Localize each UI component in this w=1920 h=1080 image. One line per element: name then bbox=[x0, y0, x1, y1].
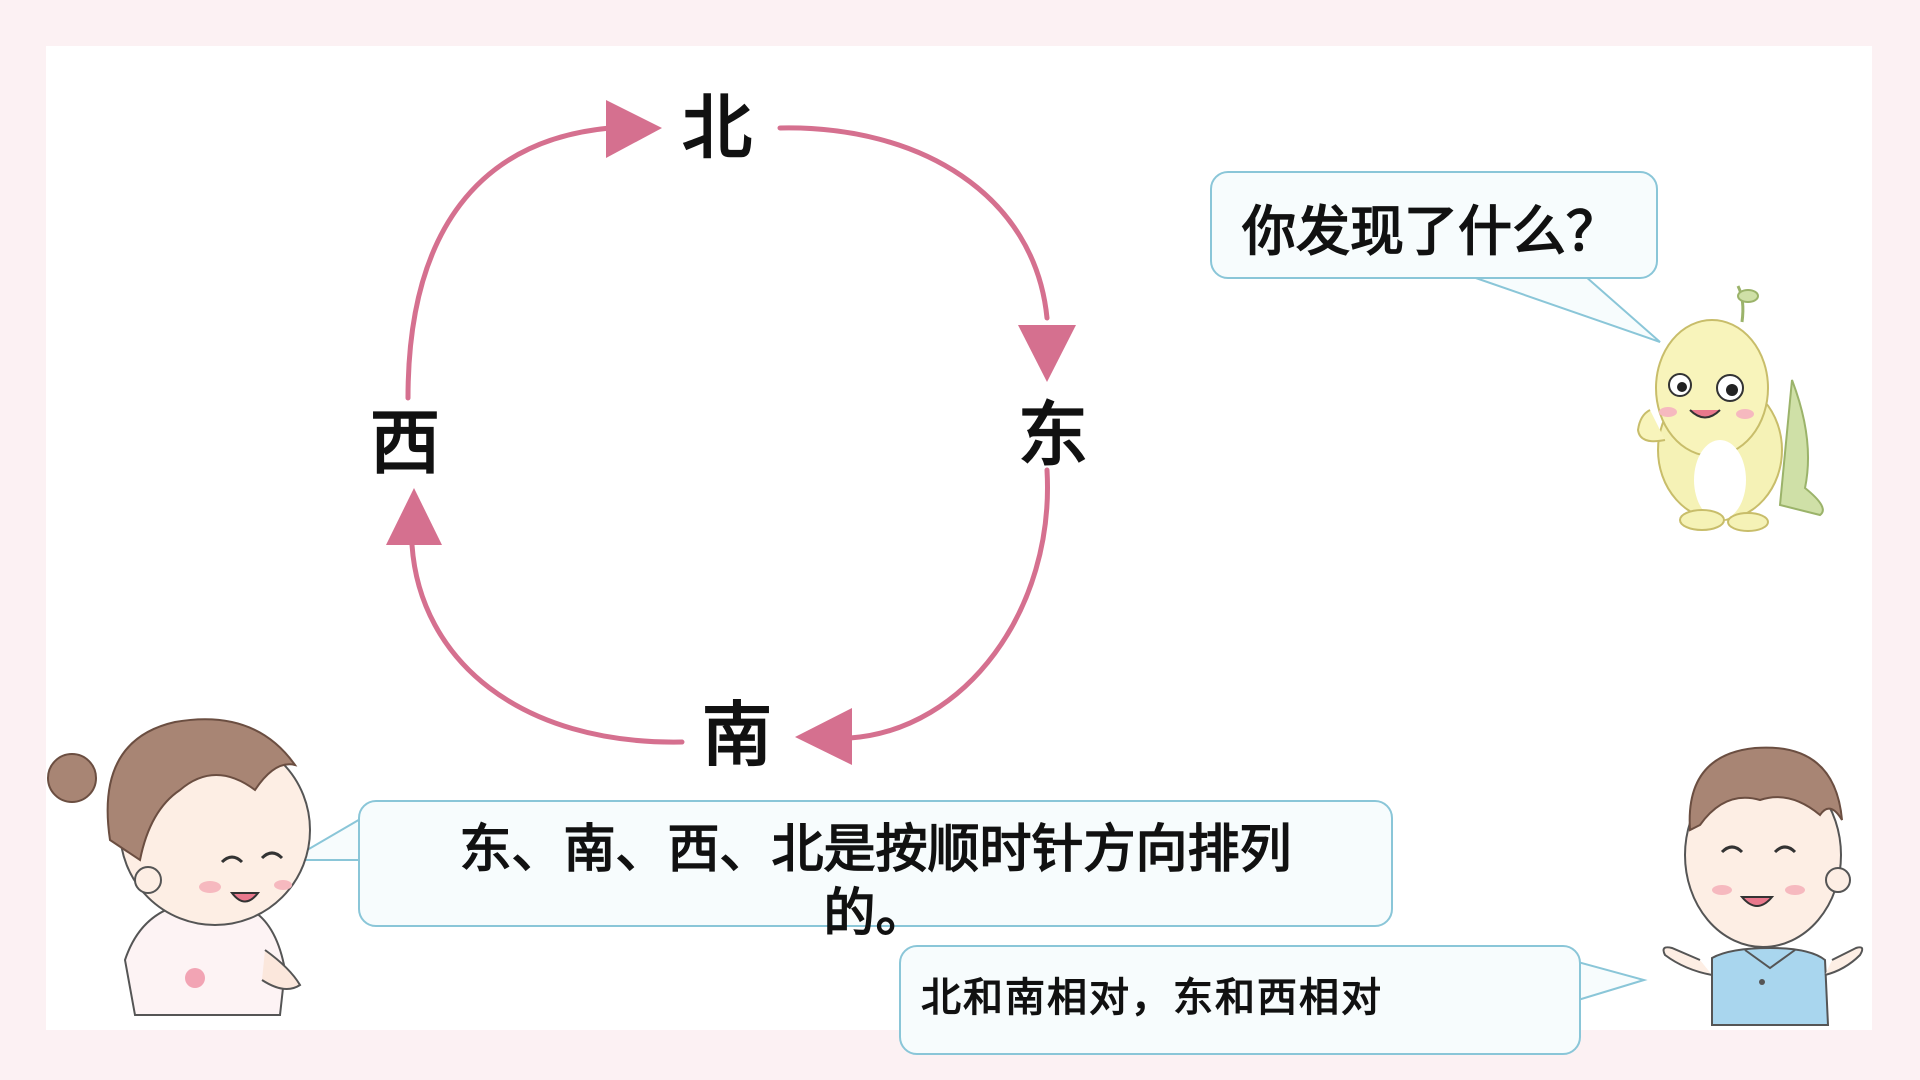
arrowhead-to-west bbox=[386, 488, 442, 545]
boy-answer-bubble: 北和南相对，东和西相对 bbox=[899, 945, 1581, 1055]
label-south: 南 bbox=[702, 694, 772, 776]
cycle-arrowheads bbox=[386, 100, 1076, 765]
label-west: 西 bbox=[370, 402, 440, 484]
arrowhead-to-south bbox=[795, 708, 852, 765]
boy-character-icon bbox=[1662, 746, 1864, 1026]
arc-south-west bbox=[409, 542, 685, 745]
label-east: 东 bbox=[1018, 394, 1088, 476]
label-north: 北 bbox=[682, 87, 752, 169]
arrowhead-to-north bbox=[606, 100, 662, 158]
cycle-arcs bbox=[405, 125, 1050, 745]
boy-bubble-tail bbox=[1577, 960, 1648, 1002]
question-bubble: 你发现了什么？ bbox=[1210, 171, 1658, 279]
girl-answer-bubble: 东、南、西、北是按顺时针方向排列的。 bbox=[358, 800, 1393, 944]
girl-character-icon bbox=[47, 718, 311, 1016]
question-bubble-tail bbox=[1469, 275, 1661, 343]
boy-answer-text: 北和南相对，东和西相对 bbox=[921, 974, 1383, 1021]
dinosaur-mascot-icon bbox=[1636, 285, 1824, 532]
arc-west-north bbox=[405, 125, 613, 401]
arc-north-east bbox=[777, 125, 1050, 321]
arrowhead-to-east bbox=[1018, 325, 1076, 382]
girl-answer-text: 东、南、西、北是按顺时针方向排列的。 bbox=[459, 820, 1292, 944]
arc-east-south bbox=[847, 467, 1050, 741]
question-text: 你发现了什么？ bbox=[1242, 200, 1620, 263]
